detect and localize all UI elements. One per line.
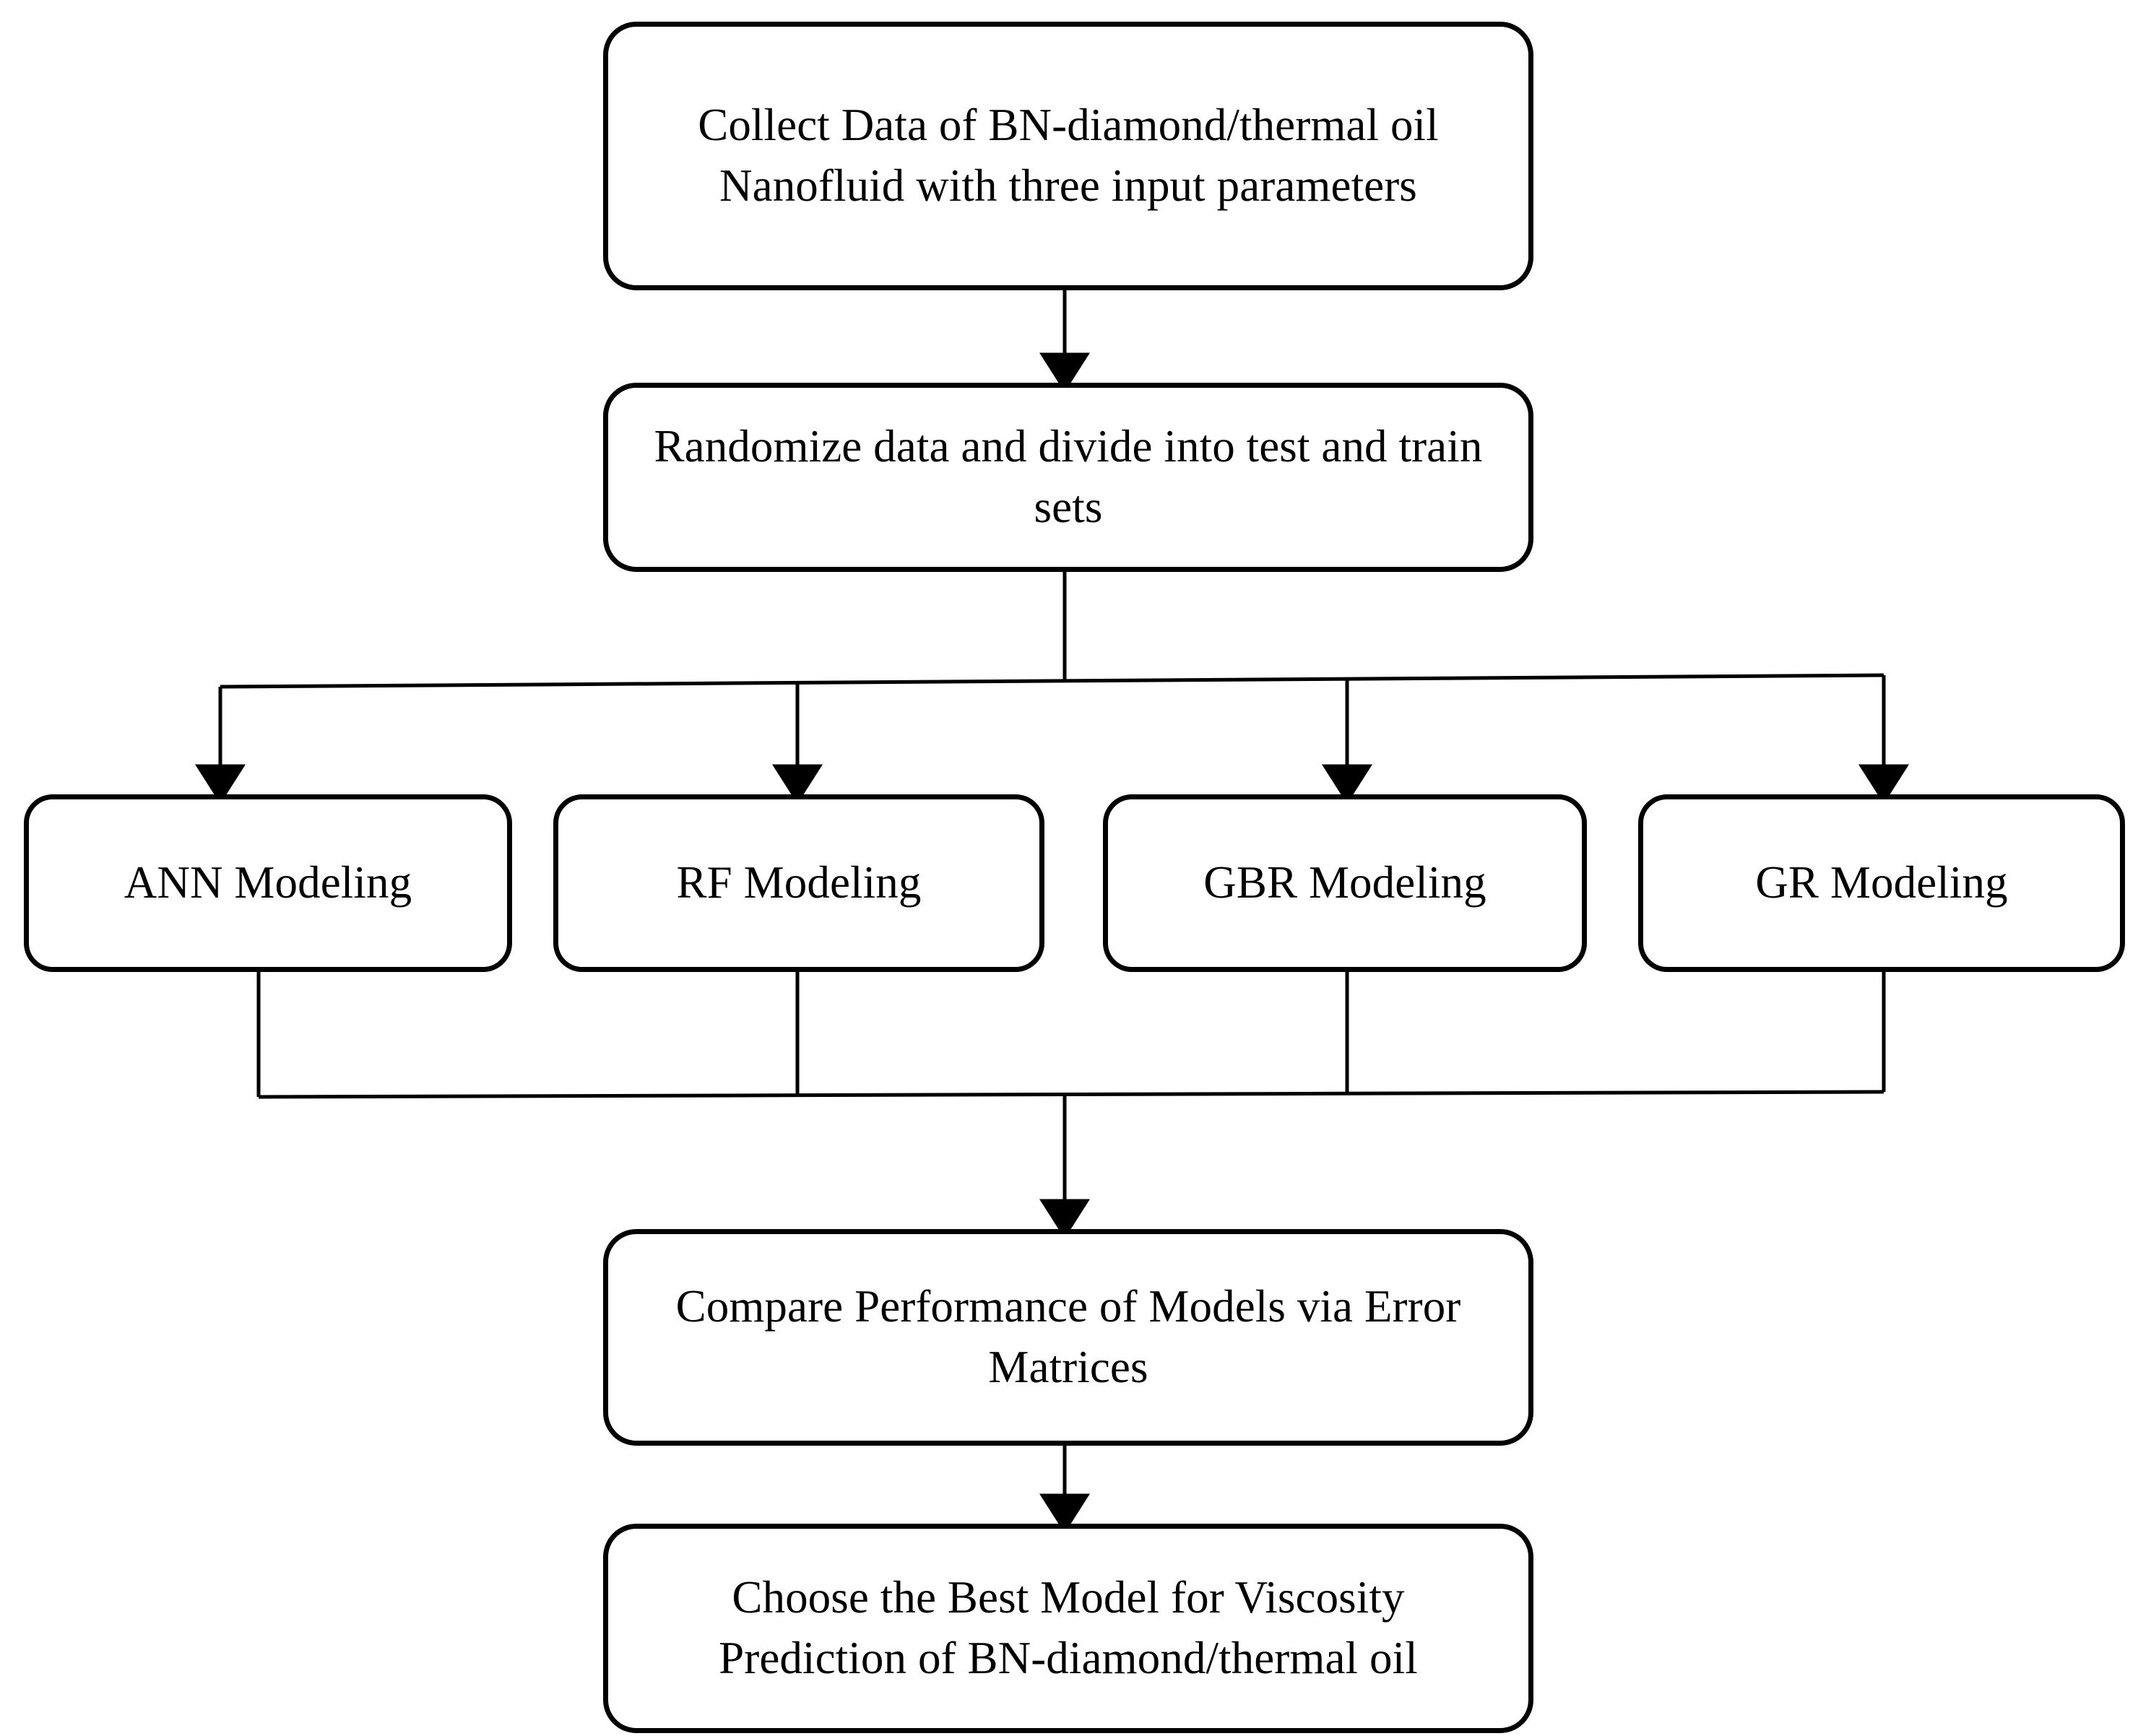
node-ann-modeling-label: ANN Modeling xyxy=(124,857,412,908)
node-rf-modeling[interactable]: RF Modeling xyxy=(553,794,1044,972)
node-choose-best-model[interactable]: Choose the Best Model for Viscosity Pred… xyxy=(603,1524,1533,1733)
node-gr-modeling-label: GR Modeling xyxy=(1755,857,2008,908)
fanout-bus xyxy=(220,673,1884,689)
merge-bus xyxy=(258,1090,1884,1099)
node-collect-data-label: Collect Data of BN-diamond/thermal oil N… xyxy=(698,100,1439,211)
node-gbr-modeling[interactable]: GBR Modeling xyxy=(1103,794,1587,972)
node-choose-best-model-label: Choose the Best Model for Viscosity Pred… xyxy=(719,1572,1418,1683)
node-collect-data[interactable]: Collect Data of BN-diamond/thermal oil N… xyxy=(603,22,1533,290)
node-rf-modeling-label: RF Modeling xyxy=(676,857,922,908)
node-compare-performance-label: Compare Performance of Models via Error … xyxy=(675,1281,1461,1392)
node-randomize-split-label: Randomize data and divide into test and … xyxy=(654,421,1483,532)
node-gr-modeling[interactable]: GR Modeling xyxy=(1638,794,2125,972)
node-randomize-split[interactable]: Randomize data and divide into test and … xyxy=(603,383,1533,572)
node-gbr-modeling-label: GBR Modeling xyxy=(1203,857,1486,908)
node-ann-modeling[interactable]: ANN Modeling xyxy=(24,794,512,972)
node-compare-performance[interactable]: Compare Performance of Models via Error … xyxy=(603,1229,1533,1446)
